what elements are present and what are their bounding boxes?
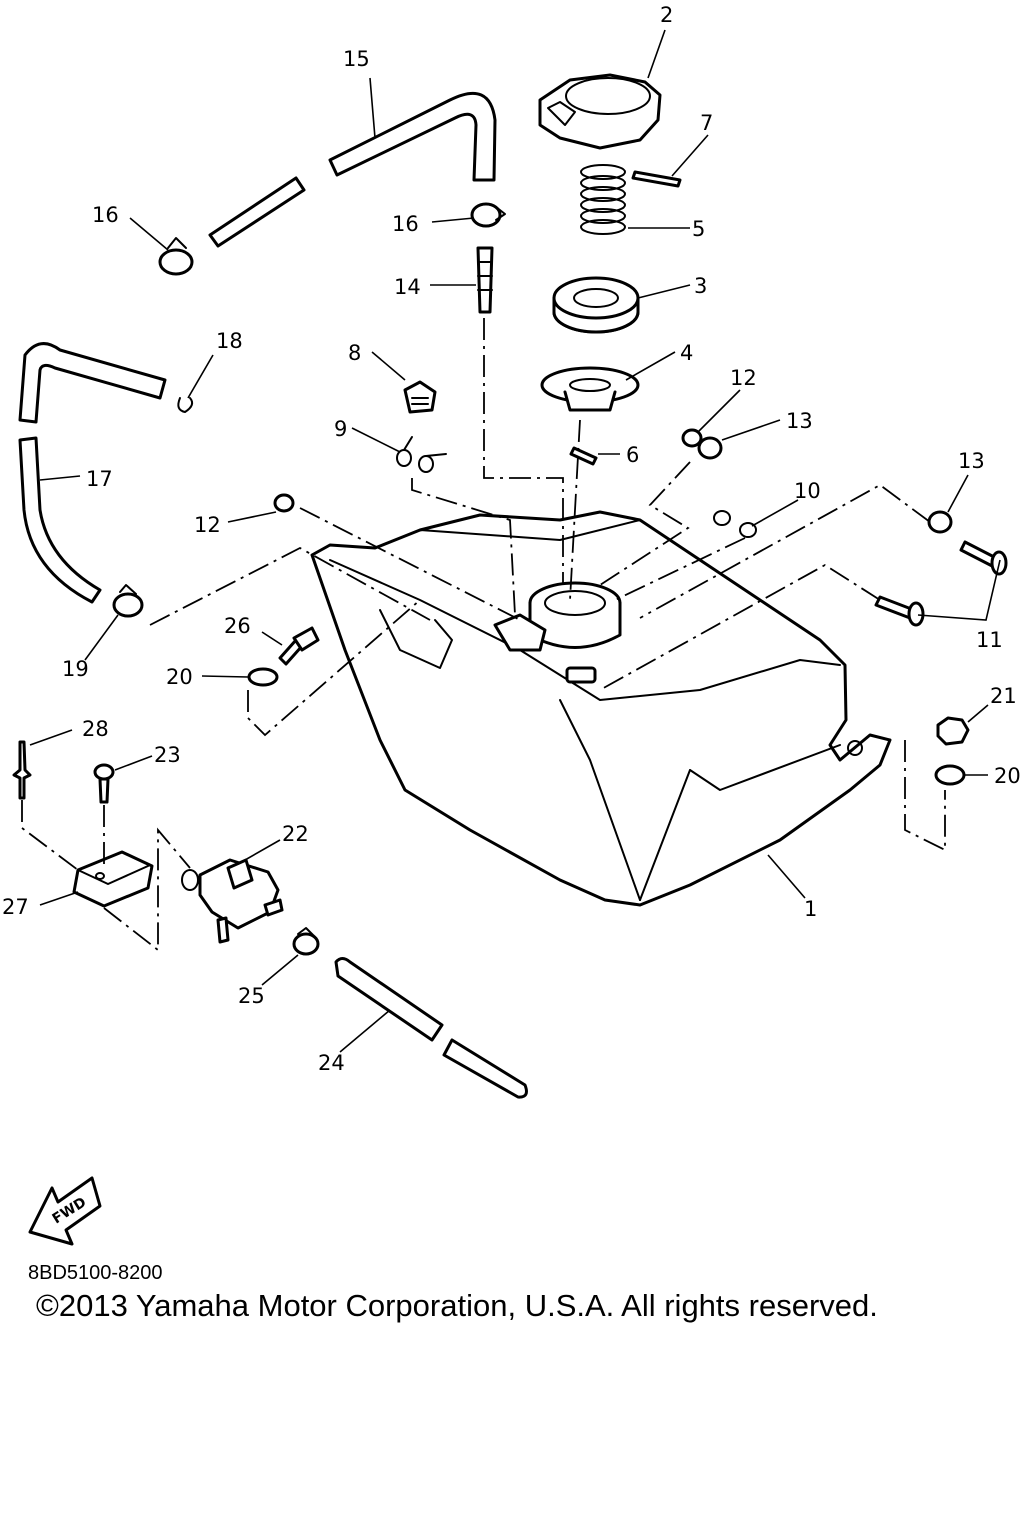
- pin-7: [631, 170, 682, 188]
- fuel-tank: [310, 510, 892, 907]
- breather-hose-15: [208, 91, 497, 248]
- callout-16: 16: [392, 212, 419, 236]
- callout-8: 8: [348, 341, 361, 365]
- assembly-lines: [21, 318, 946, 952]
- callout-9: 9: [334, 417, 347, 441]
- grommet-12a: [273, 493, 295, 513]
- grommet-13a: [697, 436, 723, 460]
- callout-13: 13: [958, 449, 985, 473]
- callout-3: 3: [694, 274, 707, 298]
- callout-10: 10: [794, 479, 821, 503]
- clip-18: [177, 397, 194, 413]
- filter-plate: [540, 366, 640, 412]
- gasket: [552, 276, 640, 334]
- callout-labels: 2 15 7 16 16 5 14 3 18 8 4 12 13 9 6 13 …: [2, 3, 1021, 1075]
- callout-5: 5: [692, 217, 705, 241]
- callout-23: 23: [154, 743, 181, 767]
- callout-27: 27: [2, 895, 29, 919]
- callout-28: 28: [82, 717, 109, 741]
- fuel-cap: [538, 73, 662, 150]
- bolt-11: [874, 540, 1008, 627]
- callout-2: 2: [660, 3, 673, 27]
- fuel-hose-24: [334, 957, 528, 1099]
- callout-6: 6: [626, 443, 639, 467]
- callout-12: 12: [730, 366, 757, 390]
- spring-9: [396, 436, 447, 473]
- callout-15: 15: [343, 47, 370, 71]
- callout-17: 17: [86, 467, 113, 491]
- callout-20: 20: [166, 665, 193, 689]
- callout-25: 25: [238, 984, 265, 1008]
- callout-22: 22: [282, 822, 309, 846]
- pin-6: [569, 446, 598, 466]
- callout-14: 14: [394, 275, 421, 299]
- grommet-13b: [927, 510, 953, 534]
- screw-23: [93, 763, 115, 804]
- damper-8: [403, 380, 437, 414]
- bolt-26: [278, 626, 320, 666]
- spring: [580, 164, 626, 235]
- callout-7: 7: [700, 111, 713, 135]
- callout-16: 16: [92, 203, 119, 227]
- rivet-28: [12, 740, 32, 800]
- callout-26: 26: [224, 614, 251, 638]
- diagram-code: 8BD5100-8200: [28, 1262, 163, 1284]
- washer-20b: [934, 764, 966, 786]
- hose-joint-14: [476, 246, 494, 314]
- forward-arrow-icon: FWD: [28, 1176, 102, 1246]
- callout-19: 19: [62, 657, 89, 681]
- callout-4: 4: [680, 341, 693, 365]
- callout-13: 13: [786, 409, 813, 433]
- callout-20: 20: [994, 764, 1021, 788]
- hose-clamp-16a: [158, 237, 194, 276]
- washer-20a: [247, 667, 279, 687]
- callout-21: 21: [990, 684, 1017, 708]
- nut-10: [713, 510, 757, 538]
- bracket-27: [72, 850, 154, 908]
- nut-21: [936, 716, 970, 746]
- hose-clamp-19: [112, 584, 144, 618]
- breather-hose-17: [18, 342, 167, 604]
- hose-clamp-25: [292, 927, 320, 956]
- fuel-cock-22: [181, 858, 284, 944]
- callout-11: 11: [976, 628, 1003, 652]
- hose-clamp-16b: [470, 202, 506, 228]
- callout-1: 1: [804, 897, 817, 921]
- callout-12: 12: [194, 513, 221, 537]
- callout-18: 18: [216, 329, 243, 353]
- grommet-12b: [681, 428, 703, 448]
- callout-24: 24: [318, 1051, 345, 1075]
- copyright-notice: ©2013 Yamaha Motor Corporation, U.S.A. A…: [36, 1288, 878, 1323]
- leader-lines: [29, 29, 1001, 1053]
